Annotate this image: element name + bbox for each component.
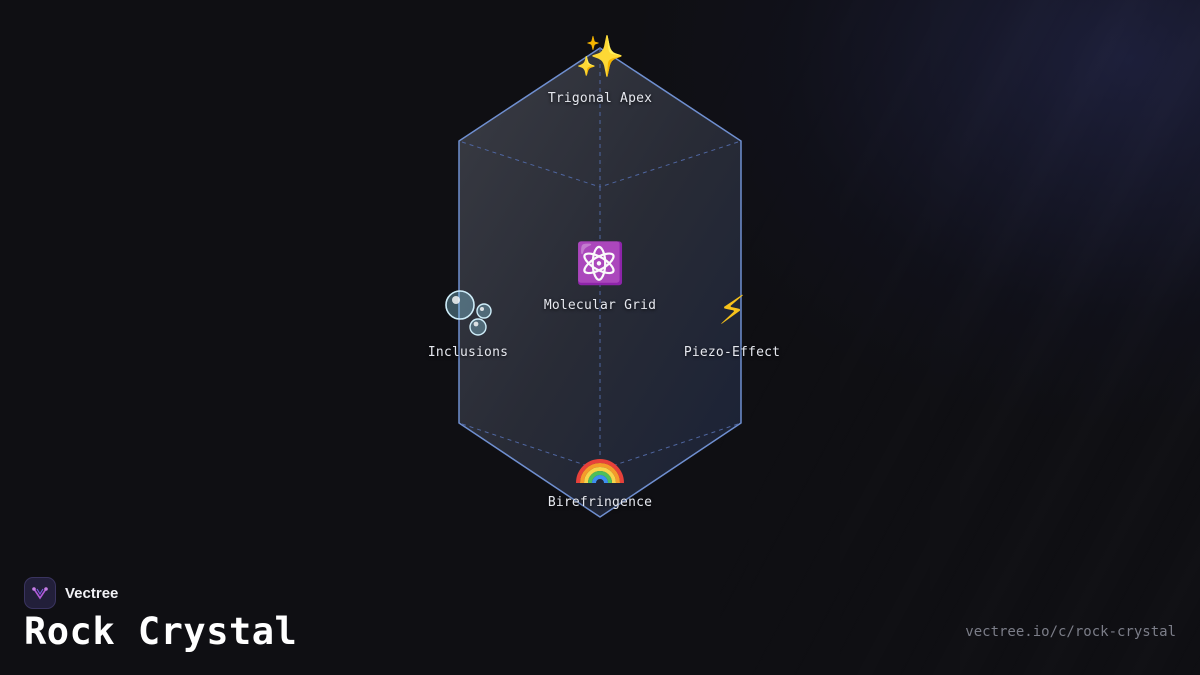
- sparkles-icon: ✨: [575, 34, 625, 80]
- rainbow-icon: [500, 437, 700, 485]
- node-label: Molecular Grid: [543, 298, 657, 313]
- page-title: Rock Crystal: [24, 610, 298, 653]
- node-inclusions: Inclusions: [368, 287, 568, 360]
- page-url[interactable]: vectree.io/c/rock-crystal: [965, 624, 1176, 640]
- atom-icon: ⚛️: [575, 241, 625, 287]
- lightning-icon: ⚡: [717, 288, 747, 334]
- node-birefringence: Birefringence: [500, 437, 700, 510]
- brand[interactable]: Vectree: [24, 577, 118, 609]
- vectree-logo-icon: [24, 577, 56, 609]
- node-label: Trigonal Apex: [547, 91, 653, 106]
- brand-name: Vectree: [65, 584, 119, 602]
- node-trigonal-apex: ✨ Trigonal Apex: [500, 33, 700, 106]
- crystal-facet-lines: [461, 48, 739, 471]
- bubbles-icon: [368, 287, 568, 336]
- node-label: Piezo-Effect: [683, 345, 781, 360]
- node-label: Birefringence: [547, 495, 653, 510]
- node-molecular-grid: ⚛️ Molecular Grid: [500, 240, 700, 313]
- node-label: Inclusions: [427, 345, 509, 360]
- node-piezo-effect: ⚡ Piezo-Effect: [632, 287, 832, 360]
- crystal-outline: [458, 47, 742, 518]
